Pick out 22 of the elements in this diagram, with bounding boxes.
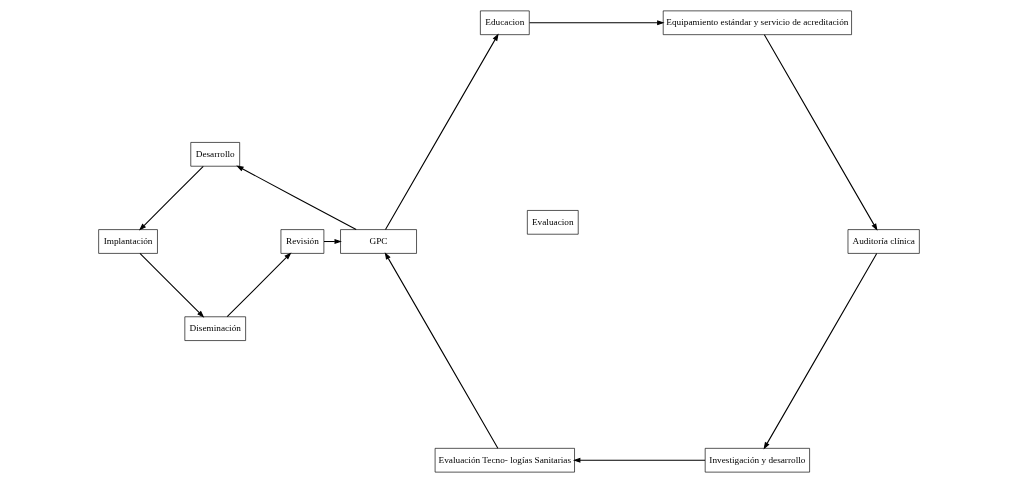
node-box: Equipamiento estándar y servicio de acreditación bbox=[662, 10, 852, 35]
node-box: GPC bbox=[339, 229, 417, 254]
node-box: Evaluación Tecno- logías Sanitarias bbox=[434, 448, 575, 473]
arrow bbox=[384, 33, 499, 230]
node-box: Implantación bbox=[97, 229, 158, 254]
arrow bbox=[572, 457, 706, 463]
node-box: Investigación y desarrollo bbox=[704, 448, 810, 473]
arrow bbox=[528, 20, 665, 26]
arrow bbox=[138, 165, 204, 231]
node-box: Auditoría clínica bbox=[847, 229, 920, 254]
node-box: Revisión bbox=[280, 229, 324, 254]
node-box: Educacion bbox=[479, 10, 530, 35]
arrow bbox=[384, 252, 498, 449]
arrow bbox=[226, 252, 291, 318]
arrow bbox=[323, 238, 342, 245]
arrow bbox=[763, 253, 877, 450]
arrow bbox=[138, 252, 204, 318]
arrow bbox=[235, 165, 357, 231]
node-box: Diseminación bbox=[184, 316, 246, 341]
arrow bbox=[763, 34, 878, 231]
node-box: Evaluacion bbox=[526, 210, 579, 235]
node-box: Desarrollo bbox=[189, 142, 240, 167]
